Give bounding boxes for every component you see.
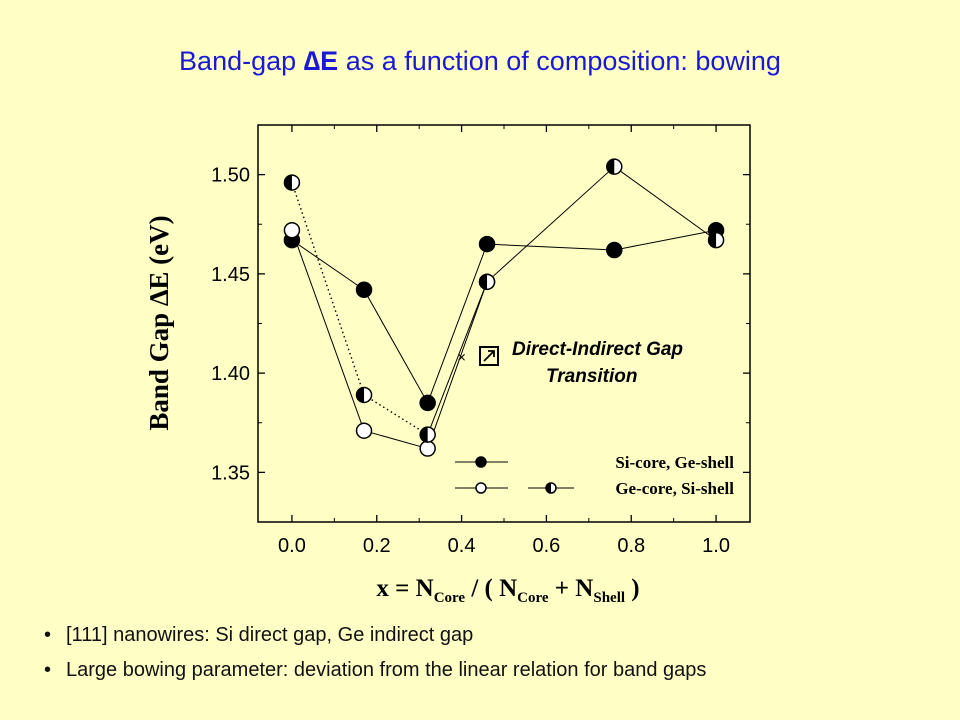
data-point-half-fill (479, 274, 488, 290)
annotation-line2: Transition (546, 366, 638, 387)
data-point-half (478, 273, 496, 291)
series-2-segment (613, 166, 717, 241)
annotation-arrowhead (488, 350, 495, 357)
legend-label-ge: Ge-core, Si-shell (615, 479, 734, 498)
data-point-half-fill (420, 427, 428, 443)
x-tick-label: 1.0 (702, 535, 730, 557)
series-0-segment (291, 239, 365, 291)
series-2-segment (291, 182, 365, 396)
data-point-half (419, 426, 436, 443)
data-point-filled (355, 281, 373, 299)
series-1-segment (291, 230, 365, 431)
x-tick-label: 0.6 (533, 535, 561, 557)
annotation-arrow (483, 350, 495, 362)
x-tick-label: 0.2 (363, 535, 391, 557)
series-2-segment (427, 281, 488, 435)
x-tick-label: 0.8 (617, 535, 645, 557)
series-0-segment (614, 229, 717, 251)
title-symbol: ∆E (303, 46, 339, 76)
series-0-segment (487, 243, 615, 251)
series-2-segment (363, 394, 429, 436)
series-0-segment (363, 289, 429, 404)
y-tick-label: 1.50 (211, 165, 250, 187)
series-lines (291, 166, 717, 450)
series-2-segment (486, 166, 615, 283)
data-point-half-fill (708, 232, 717, 248)
data-point-half-fill (284, 175, 292, 191)
data-point-half (707, 231, 725, 249)
data-point-half (355, 386, 373, 404)
title-suffix: as a function of composition: bowing (338, 46, 781, 76)
x-axis-label: x = NCore / ( NCore + NShell ) (376, 575, 639, 606)
data-point-half-fill (606, 159, 615, 175)
legend-label-si: Si-core, Ge-shell (615, 453, 734, 472)
x-tick-label: 0.4 (448, 535, 476, 557)
data-point-filled (419, 394, 436, 412)
band-gap-chart: 0.0 0.2 0.4 0.6 0.8 1.0 1.35 1.40 1.45 1.50 Band … (144, 124, 751, 606)
series-1-segment (427, 281, 488, 449)
y-tick-label: 1.40 (211, 363, 250, 385)
y-axis-label: Band Gap ∆E (eV) (144, 215, 174, 430)
transition-annotation: Direct-Indirect Gap Transition (479, 339, 683, 387)
data-point-filled (478, 235, 496, 253)
x-tick-label: 0.0 (278, 535, 306, 557)
y-tick-label: 1.45 (211, 264, 250, 286)
axis-ticks: 0.0 0.2 0.4 0.6 0.8 1.0 1.35 1.40 1.45 1.50 (211, 125, 750, 557)
legend: Si-core, Ge-shell Ge-core, Si-shell (455, 453, 734, 498)
bullet-list: •[111] nanowires: Si direct gap, Ge indi… (44, 624, 706, 694)
legend-marker-filled (475, 456, 487, 468)
data-point-open (283, 221, 301, 239)
bullet-item: •[111] nanowires: Si direct gap, Ge indi… (44, 624, 474, 646)
legend-marker-half (545, 482, 557, 494)
data-point-half (606, 158, 623, 175)
data-point-open (419, 440, 436, 457)
title-prefix: Band-gap (179, 46, 304, 76)
data-point-half (283, 174, 301, 191)
annotation-line1: Direct-Indirect Gap (512, 339, 683, 360)
slide-title: Band-gap ∆E as a function of composition… (0, 46, 960, 77)
data-point-half-fill (356, 387, 365, 403)
legend-marker-open (475, 482, 487, 494)
series-0-segment (427, 243, 488, 404)
annotation-box-icon (479, 346, 499, 366)
data-point-filled (606, 241, 623, 259)
series-1-segment (363, 430, 428, 450)
data-point-open (355, 422, 373, 439)
series-markers (283, 158, 725, 457)
y-tick-label: 1.35 (211, 462, 250, 484)
transition-cross-mark (458, 353, 465, 361)
bullet-item: •Large bowing parameter: deviation from … (44, 659, 707, 681)
